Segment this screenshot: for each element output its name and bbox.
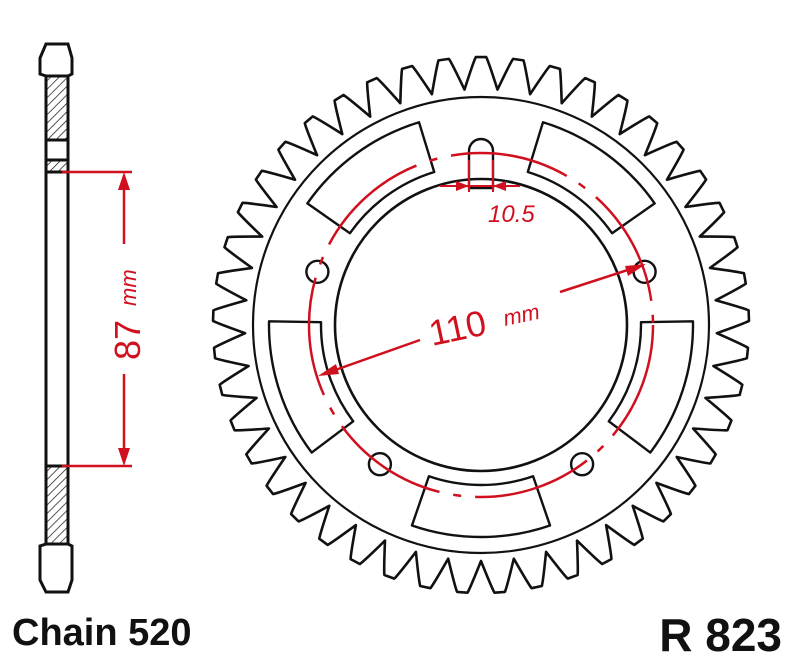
- pcd-dimension-value: 110: [425, 302, 490, 354]
- pcd-arrow-right: [625, 264, 646, 276]
- lightening-window: [306, 121, 436, 235]
- lightening-window: [267, 320, 355, 454]
- pcd-circle: [307, 151, 655, 499]
- chain-label: Chain 520: [12, 612, 192, 654]
- bolt-hole-arrow: [456, 181, 469, 191]
- side-profile-outline: [38, 42, 74, 594]
- part-number: R 823: [659, 609, 782, 661]
- side-hatch-mid: [44, 158, 70, 174]
- sprocket-front-view: [211, 55, 751, 594]
- height-dimension: 87 mm: [62, 170, 148, 468]
- side-hatch-top: [44, 74, 70, 142]
- dimension-arrow-up: [118, 172, 130, 190]
- lightening-window: [410, 475, 552, 539]
- lightening-window: [607, 320, 695, 454]
- bolt-hole-arrow: [493, 181, 506, 191]
- bolt-hole: [305, 259, 330, 284]
- pcd-arrow-left: [318, 364, 339, 376]
- dimension-arrow-down: [118, 448, 130, 466]
- hub-bore: [333, 177, 629, 473]
- root-circle: [251, 95, 711, 555]
- bolt-holes: [305, 259, 657, 477]
- bolt-hole: [367, 452, 393, 477]
- bolt-hole: [569, 452, 595, 477]
- side-profile: [38, 42, 74, 594]
- height-dimension-unit: mm: [116, 269, 141, 306]
- pcd-annotation: 110 mm 10.5: [307, 151, 655, 499]
- side-hatch-bottom: [44, 464, 70, 546]
- height-dimension-value: 87: [107, 320, 148, 360]
- top-bolt-slot: [467, 137, 495, 190]
- pcd-dimension-unit: mm: [501, 299, 542, 331]
- lightening-windows: [267, 121, 695, 539]
- sprocket-teeth-outline: [211, 55, 751, 594]
- bolt-hole-dimension-value: 10.5: [488, 201, 535, 228]
- lightening-window: [526, 121, 656, 235]
- pcd-dimension-line: [323, 338, 421, 376]
